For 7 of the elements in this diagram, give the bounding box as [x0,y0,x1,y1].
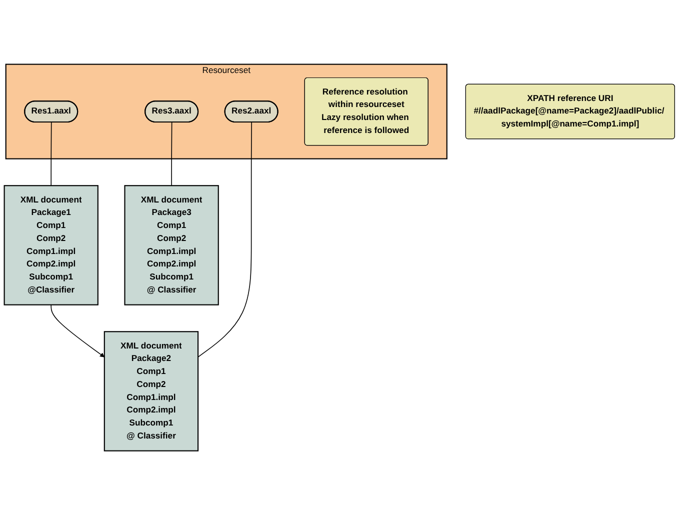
node-box: XML document Package1 Comp1 Comp2 Comp1.impl Comp2.impl Subcomp1 @Classifier [4,185,98,306]
connector [198,122,252,358]
connector [50,122,52,186]
connector [171,122,172,186]
arrow [50,304,105,358]
node-box: XML document Package3 Comp1 Comp2 Comp1.impl Comp2.impl Subcomp1 @ Classifier [124,185,219,306]
node-box: XML document Package2 Comp1 Comp2 Comp1.impl Comp2.impl Subcomp1 @ Classifier [104,331,199,452]
